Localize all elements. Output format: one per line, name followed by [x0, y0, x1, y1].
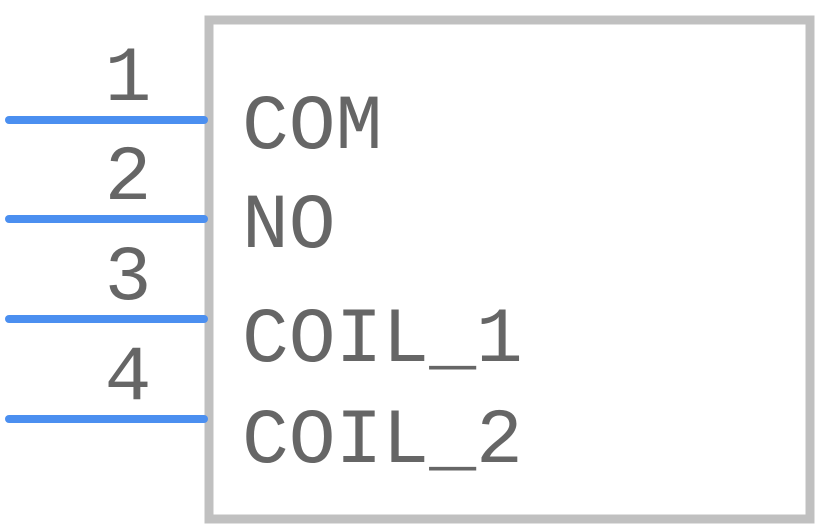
pin-3-label: COIL_1 [242, 297, 523, 385]
pin-2-number: 2 [105, 135, 152, 223]
pin-1-number: 1 [105, 36, 152, 124]
pin-3: 3 COIL_1 [5, 235, 523, 385]
component-body [204, 15, 815, 524]
pin-3-number: 3 [105, 235, 152, 323]
pin-2-label: NO [242, 183, 336, 271]
pin-4-number: 4 [105, 335, 152, 423]
pin-2: 2 NO [5, 135, 336, 271]
pin-1-label: COM [242, 84, 382, 172]
pin-1: 1 COM [5, 36, 382, 172]
pin-4: 4 COIL_2 [5, 335, 523, 486]
pin-4-label: COIL_2 [242, 398, 523, 486]
